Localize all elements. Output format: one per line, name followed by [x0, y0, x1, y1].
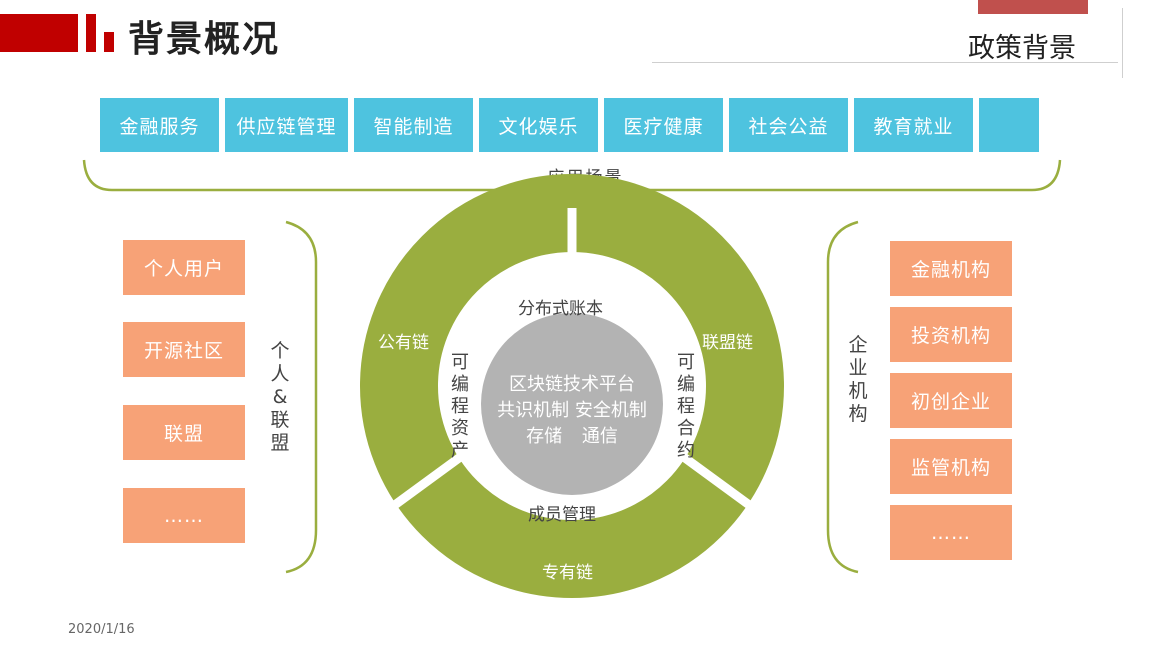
right-item-regulator: 监管机构 — [890, 439, 1012, 494]
divider — [1122, 8, 1123, 78]
core-mechanisms: 共识机制 安全机制 — [497, 400, 647, 421]
app-box-finance: 金融服务 — [100, 98, 219, 152]
core-storage: 存储 通信 — [526, 426, 618, 447]
app-box-entertainment: 文化娱乐 — [479, 98, 598, 152]
core-circle — [481, 313, 663, 495]
inner-label-programmable-assets: 可编程资产 — [451, 352, 469, 461]
left-item-individual: 个人用户 — [123, 240, 245, 295]
app-box-manufacturing: 智能制造 — [354, 98, 473, 152]
right-group-label: 企业机构 — [848, 334, 868, 425]
left-item-alliance: 联盟 — [123, 405, 245, 460]
divider — [652, 62, 1118, 63]
header-accent-bar — [86, 14, 96, 52]
ring-divider — [667, 443, 755, 511]
footer-date: 2020/1/16 — [68, 622, 135, 637]
core-title: 区块链技术平台 — [509, 374, 635, 395]
inner-label-ledger: 分布式账本 — [518, 299, 603, 319]
ring-label-consortium: 联盟链 — [702, 333, 753, 353]
right-item-startup: 初创企业 — [890, 373, 1012, 428]
right-item-investment: 投资机构 — [890, 307, 1012, 362]
section-subtitle: 政策背景 — [968, 33, 1076, 64]
page-title: 背景概况 — [128, 19, 281, 60]
left-item-more: …… — [123, 488, 245, 543]
header-accent-bar — [104, 32, 114, 52]
app-box-more — [979, 98, 1039, 152]
ring-divider — [389, 443, 477, 511]
right-bracket — [826, 220, 859, 574]
left-bracket — [285, 220, 318, 574]
inner-label-membership: 成员管理 — [528, 505, 596, 525]
app-box-supply-chain: 供应链管理 — [225, 98, 348, 152]
app-box-education: 教育就业 — [854, 98, 973, 152]
left-group-label: 个人&联盟 — [270, 340, 290, 454]
left-item-opensource: 开源社区 — [123, 322, 245, 377]
app-box-public-welfare: 社会公益 — [729, 98, 848, 152]
ring-label-public: 公有链 — [378, 333, 429, 353]
ring-label-private: 专有链 — [542, 563, 593, 583]
corner-accent — [978, 0, 1088, 14]
right-item-financial: 金融机构 — [890, 241, 1012, 296]
right-item-more: …… — [890, 505, 1012, 560]
header-accent-bar — [0, 14, 78, 52]
app-box-healthcare: 医疗健康 — [604, 98, 723, 152]
inner-label-programmable-contracts: 可编程合约 — [677, 352, 695, 461]
